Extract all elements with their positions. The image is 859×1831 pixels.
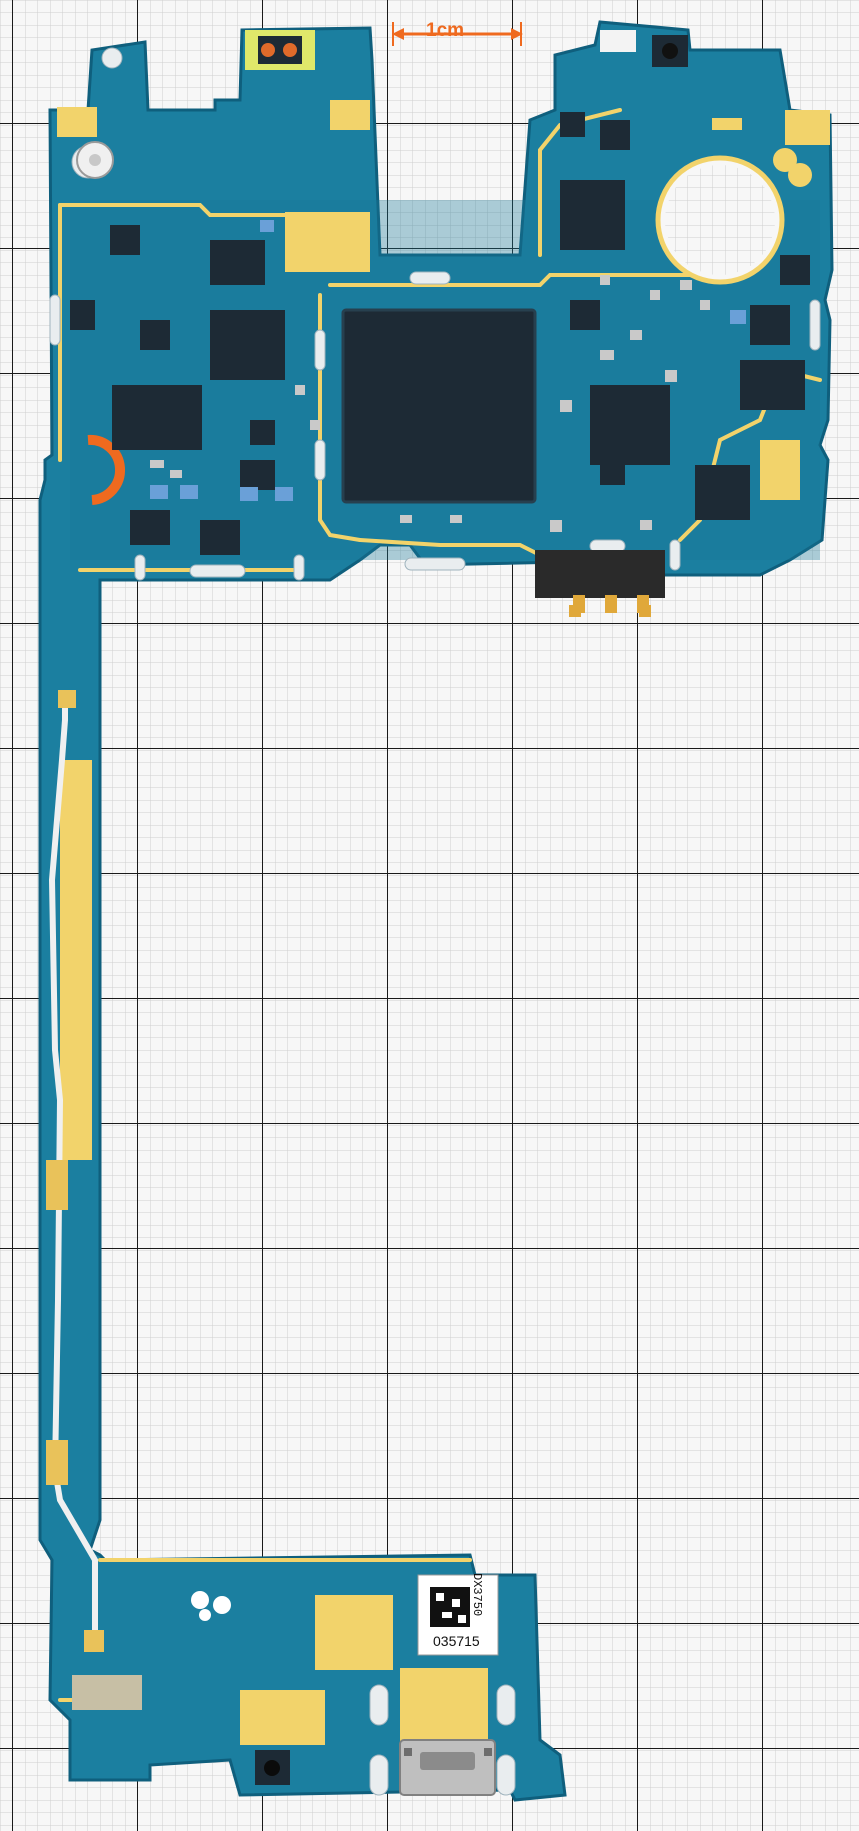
blue-components <box>150 220 746 501</box>
sticker-code: 035715 <box>433 1633 480 1649</box>
scale-label: 1cm <box>426 20 465 41</box>
usb-port <box>399 1739 496 1796</box>
qr-sticker <box>417 1574 499 1656</box>
antenna-clips <box>46 690 104 1652</box>
front-camera-module <box>245 30 315 70</box>
chips <box>70 112 810 555</box>
top-right-components <box>600 30 742 130</box>
soc-chip <box>341 308 537 504</box>
sticker-id: DX3750 <box>470 1573 484 1617</box>
battery-connector <box>535 550 665 617</box>
vibration-pad <box>72 1675 142 1710</box>
scale-bar <box>392 22 523 46</box>
white-dots <box>191 1591 231 1621</box>
logic-board <box>38 20 834 1802</box>
top-mic <box>76 141 114 179</box>
small-components <box>150 275 710 532</box>
bottom-mic <box>255 1750 290 1785</box>
notch-highlight <box>87 434 126 505</box>
antenna-cable <box>48 692 98 1643</box>
gold-pads <box>57 100 830 1753</box>
